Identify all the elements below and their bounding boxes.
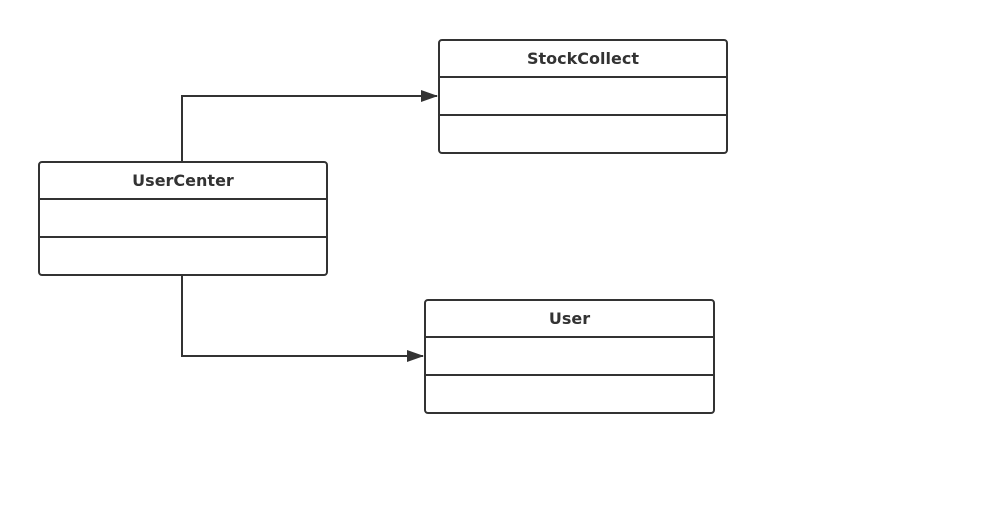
class-methods-user [426,376,713,411]
class-box-stockcollect[interactable]: StockCollect [438,39,728,154]
class-name-stockcollect: StockCollect [440,41,726,78]
class-methods-stockcollect [440,116,726,151]
class-box-usercenter[interactable]: UserCenter [38,161,328,276]
association-usercenter-to-user[interactable] [181,276,424,362]
class-attributes-user [426,338,713,376]
class-name-user: User [426,301,713,338]
class-methods-usercenter [40,238,326,273]
class-box-user[interactable]: User [424,299,715,414]
association-usercenter-to-stockcollect[interactable] [181,90,438,161]
class-name-usercenter: UserCenter [40,163,326,200]
class-attributes-stockcollect [440,78,726,116]
class-attributes-usercenter [40,200,326,238]
